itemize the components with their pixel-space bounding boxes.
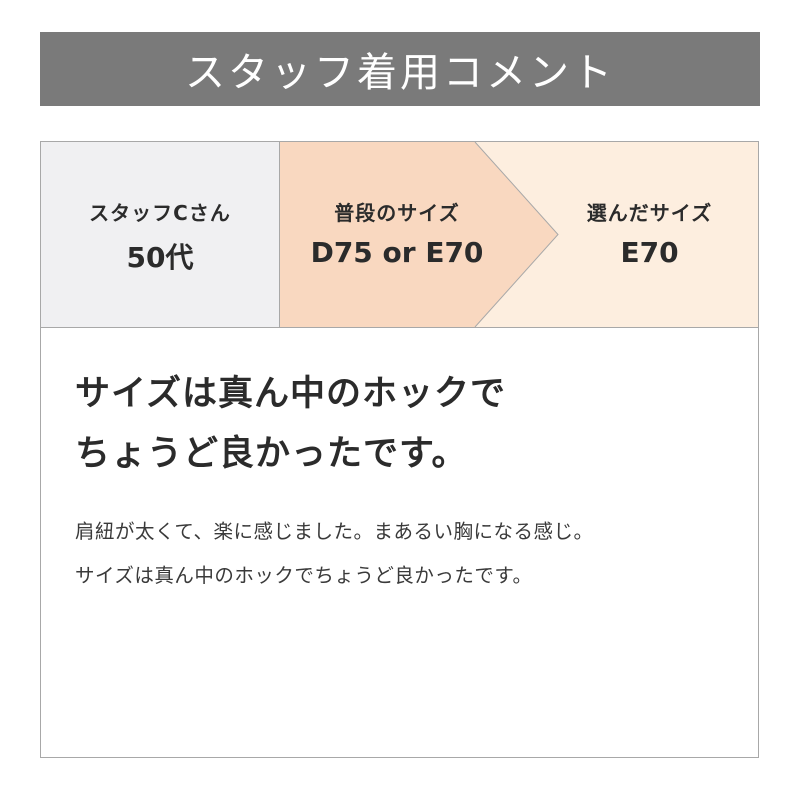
headline-line: サイズは真ん中のホックで [75,374,506,414]
page-title: スタッフ着用コメント [185,50,615,96]
comment-body: 肩紐が太くて、楽に感じました。まあるい胸になる感じ。 サイズは真ん中のホックでち… [75,510,738,598]
body-line: サイズは真ん中のホックでちょうど良かったです。 [75,564,533,587]
usual-size-arrow [279,142,558,327]
comment-headline: サイズは真ん中のホックで ちょうど良かったです。 [75,364,738,484]
staff-name: スタッフCさん [89,201,231,225]
size-row-background [41,142,758,327]
headline-line: ちょうど良かったです。 [75,434,468,474]
chosen-size-cell: 選んだサイズ E70 [541,142,758,327]
body-line: 肩紐が太くて、楽に感じました。まあるい胸になる感じ。 [75,520,594,543]
comment-card: スタッフCさん 50代 普段のサイズ D75 or E70 選んだサイズ E70… [40,141,759,758]
comment-section: サイズは真ん中のホックで ちょうど良かったです。 肩紐が太くて、楽に感じました。… [75,364,738,598]
usual-size-value: D75 or E70 [310,236,484,269]
staff-cell-background [41,142,279,327]
header-banner: スタッフ着用コメント [40,32,760,106]
chosen-size-value: E70 [620,236,679,269]
staff-cell: スタッフCさん 50代 [41,142,279,327]
chosen-size-label: 選んだサイズ [586,201,713,225]
size-info-row: スタッフCさん 50代 普段のサイズ D75 or E70 選んだサイズ E70 [41,142,758,328]
usual-size-label: 普段のサイズ [334,201,460,225]
staff-age: 50代 [126,241,194,274]
arrow-outline [474,142,559,327]
usual-size-cell: 普段のサイズ D75 or E70 [279,142,515,327]
